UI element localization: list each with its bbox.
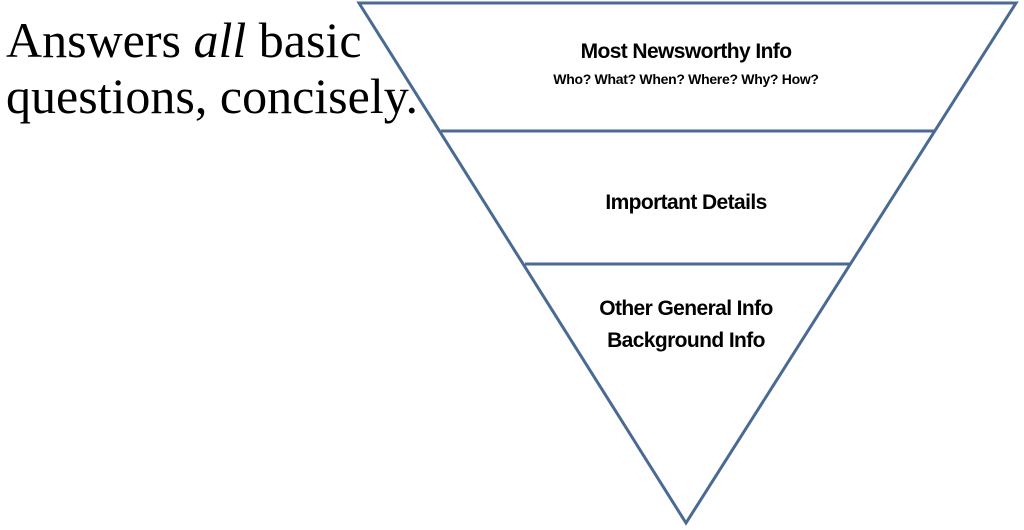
caption-prefix: Answers [6, 12, 194, 68]
caption-text: Answers all basic questions, concisely. [6, 12, 426, 124]
tier-3-subtitle: Background Info [607, 329, 765, 352]
caption-line-1: Answers all basic [6, 12, 426, 68]
tier-1-subtitle: Who? What? When? Where? Why? How? [553, 71, 818, 87]
caption-suffix: basic [246, 12, 362, 68]
caption-emphasis: all [193, 12, 247, 68]
caption-line-2: questions, concisely. [6, 68, 418, 124]
tier-2-title: Important Details [605, 191, 766, 214]
tier-1-title: Most Newsworthy Info [581, 40, 792, 63]
tier-3-title: Other General Info [599, 297, 773, 320]
